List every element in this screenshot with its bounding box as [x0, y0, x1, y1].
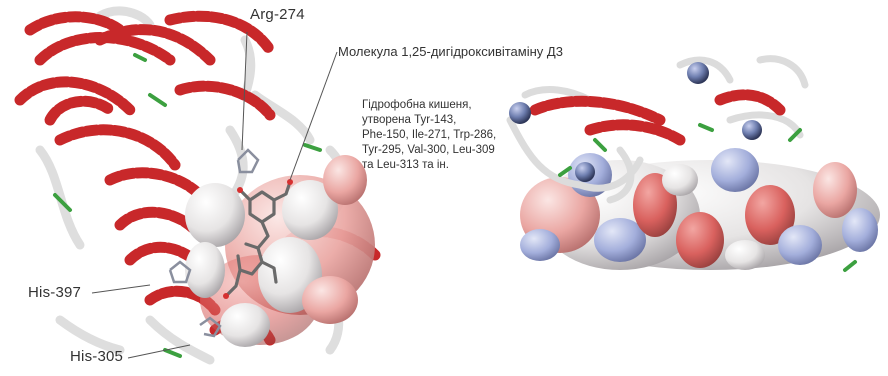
label-his-305: His-305 [70, 348, 123, 365]
label-ligand-molecule: Молекула 1,25-дигідроксивітаміну Д3 [338, 44, 563, 59]
ligand-binding-domain-model [20, 11, 375, 360]
hydrophobic-pocket-surface [185, 155, 375, 347]
pocket-description-line: Tyr-295, Val-300, Leu-309 [362, 143, 496, 158]
dna-binding-domain-model [509, 59, 880, 270]
pocket-description-line: Гідрофобна кишеня, [362, 98, 496, 113]
label-arg-274: Arg-274 [250, 6, 305, 23]
pocket-description-line: утворена Tyr-143, [362, 113, 496, 128]
dna-molecular-surface [520, 148, 880, 270]
pocket-description-line: Phe-150, Ile-271, Trp-286, [362, 128, 496, 143]
label-his-397: His-397 [28, 284, 81, 301]
pocket-description: Гідрофобна кишеня, утворена Tyr-143, Phe… [362, 98, 496, 173]
pocket-description-line: та Leu-313 та ін. [362, 158, 496, 173]
